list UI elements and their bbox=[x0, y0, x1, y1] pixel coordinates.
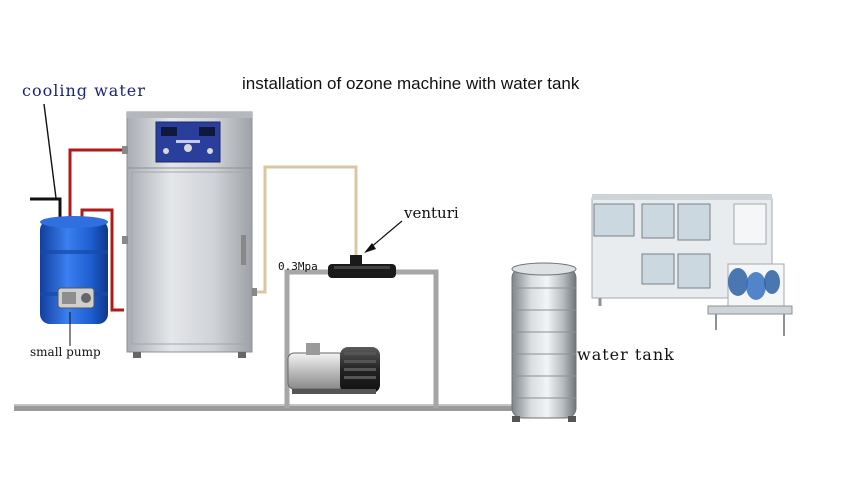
small-pump bbox=[58, 288, 94, 308]
diagram-title: installation of ozone machine with water… bbox=[242, 74, 580, 93]
cooling-water-pointer bbox=[44, 104, 56, 198]
venturi-injector bbox=[328, 255, 396, 278]
water-tank-label: water tank bbox=[577, 345, 675, 364]
cooling-water-label: cooling water bbox=[22, 81, 146, 100]
venturi-pointer bbox=[364, 221, 402, 253]
small-pump-label: small pump bbox=[30, 345, 101, 359]
bottle-filling-machine bbox=[592, 194, 792, 336]
pressure-label: 0.3Mpa bbox=[278, 260, 318, 273]
booster-pump bbox=[288, 343, 380, 394]
water-tank bbox=[512, 263, 576, 422]
ozone-control-panel bbox=[156, 122, 220, 162]
venturi-label: venturi bbox=[403, 204, 459, 222]
ground-pipe bbox=[14, 404, 514, 411]
